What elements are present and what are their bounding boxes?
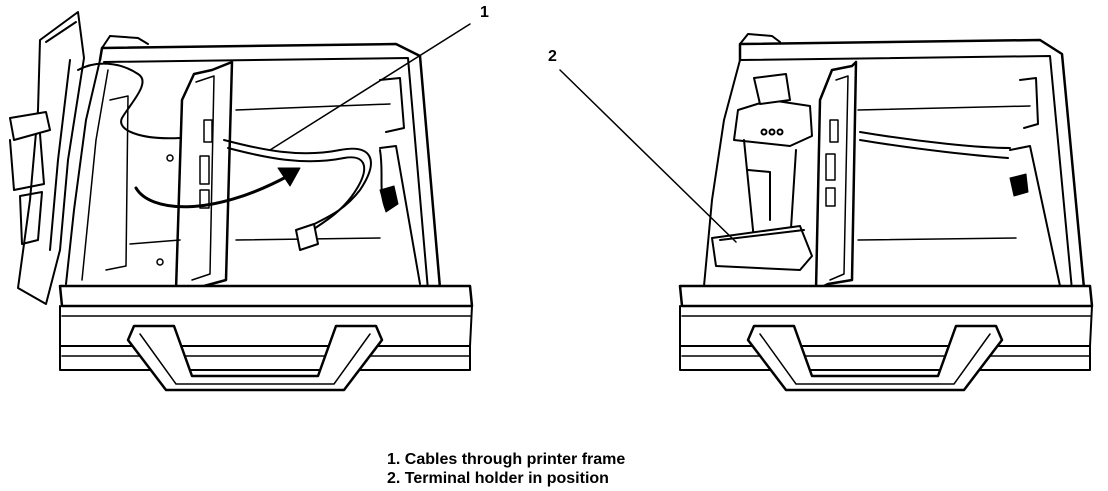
leader-line-1	[269, 23, 471, 151]
cable-connector	[295, 223, 319, 251]
printer-unit-right	[678, 33, 1094, 392]
legend-item-1: 1. Cables through printer frame	[387, 451, 626, 468]
frame-cable	[223, 139, 372, 233]
leader-line-2	[559, 69, 737, 243]
callout-number-2: 2	[548, 48, 557, 65]
routing-arrow	[134, 174, 290, 209]
callout-number-1: 1	[480, 4, 489, 21]
divider-plate	[174, 60, 234, 292]
legend-item-2: 2. Terminal holder in position	[387, 470, 609, 487]
frame-top	[98, 42, 442, 290]
technical-illustration	[9, 11, 1094, 392]
panel-cable	[77, 62, 181, 140]
drawer-front	[58, 284, 474, 308]
drawer-handle	[126, 324, 384, 392]
printer-unit-left	[9, 11, 474, 392]
frame-top-right	[738, 38, 1086, 290]
terminal-holder	[711, 73, 813, 271]
open-side-panel	[9, 11, 85, 305]
figure-legend: 1. Cables through printer frame 2. Termi…	[387, 450, 625, 488]
